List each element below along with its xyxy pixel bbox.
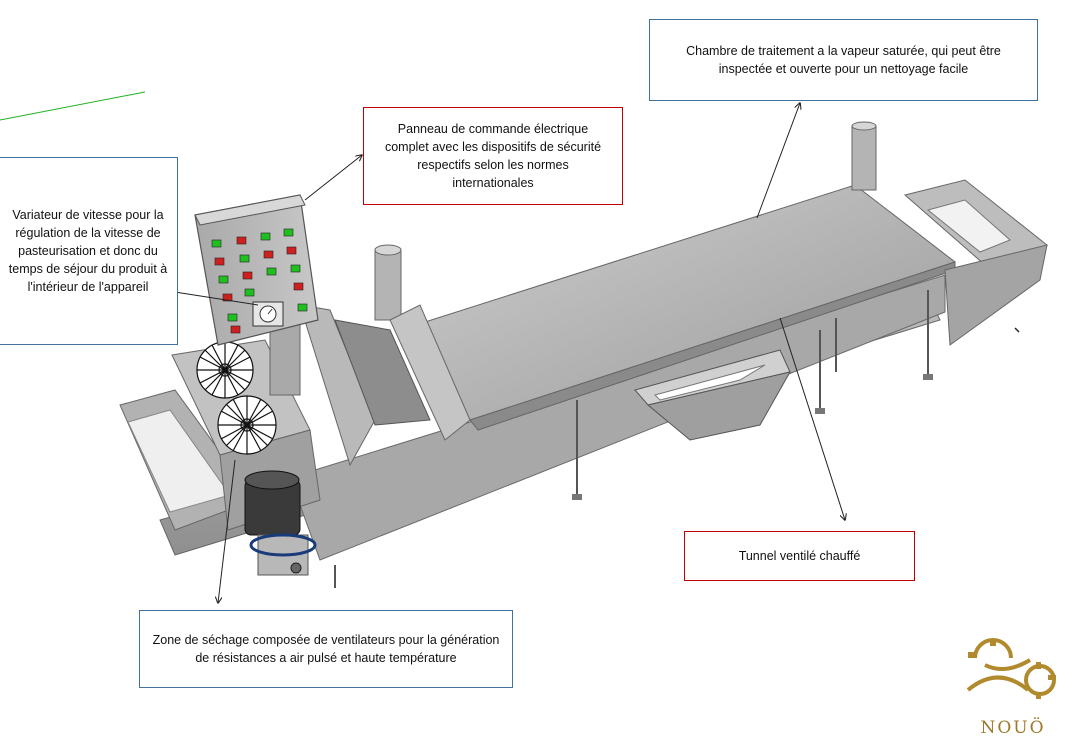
arrow-heated-tunnel: [779, 317, 845, 520]
arrow-speed-variator: [162, 290, 259, 306]
outlet-hood: [944, 244, 1048, 346]
control-buttons: [211, 228, 308, 334]
arrow-steam-chamber: [756, 103, 800, 219]
callout-heated-tunnel-text: Tunnel ventilé chauffé: [738, 549, 861, 563]
callout-steam-chamber: Chambre de traitement a la vapeur saturé…: [649, 19, 1038, 101]
stray-green-line: [0, 91, 146, 121]
outlet-belt: [926, 199, 1011, 253]
callout-speed-variator: Variateur de vitesse pour la régulation …: [0, 157, 178, 345]
machine-legs: [334, 290, 929, 588]
callout-steam-chamber-text: Chambre de traitement a la vapeur saturé…: [686, 44, 1001, 76]
tunnel-grating: [334, 319, 431, 426]
callout-control-panel: Panneau de commande électrique complet a…: [363, 107, 623, 205]
callout-drying-zone: Zone de séchage composée de ventilateurs…: [139, 610, 513, 688]
discharge-chute-front: [646, 371, 791, 441]
control-box-top: [194, 194, 306, 226]
fan-1: [196, 341, 254, 399]
callout-drying-zone-text: Zone de séchage composée de ventilateurs…: [152, 633, 500, 665]
arrow-drying-zone: [218, 459, 236, 603]
arrow-control-panel: [304, 155, 362, 201]
callout-control-panel-text: Panneau de commande électrique complet a…: [384, 122, 602, 190]
brand-logo: [966, 638, 1056, 696]
chimney-right: [851, 125, 877, 191]
panel-column: [269, 324, 301, 396]
callout-speed-variator-text: Variateur de vitesse pour la régulation …: [8, 208, 168, 294]
fan-2: [217, 395, 277, 455]
chimney-left: [374, 249, 402, 321]
brand-logo-text: NOUÖ: [980, 718, 1046, 738]
callout-heated-tunnel: Tunnel ventilé chauffé: [684, 531, 915, 581]
tunnel-wall-2: [389, 304, 471, 441]
brand-logo-gear-teeth: [968, 640, 1056, 699]
